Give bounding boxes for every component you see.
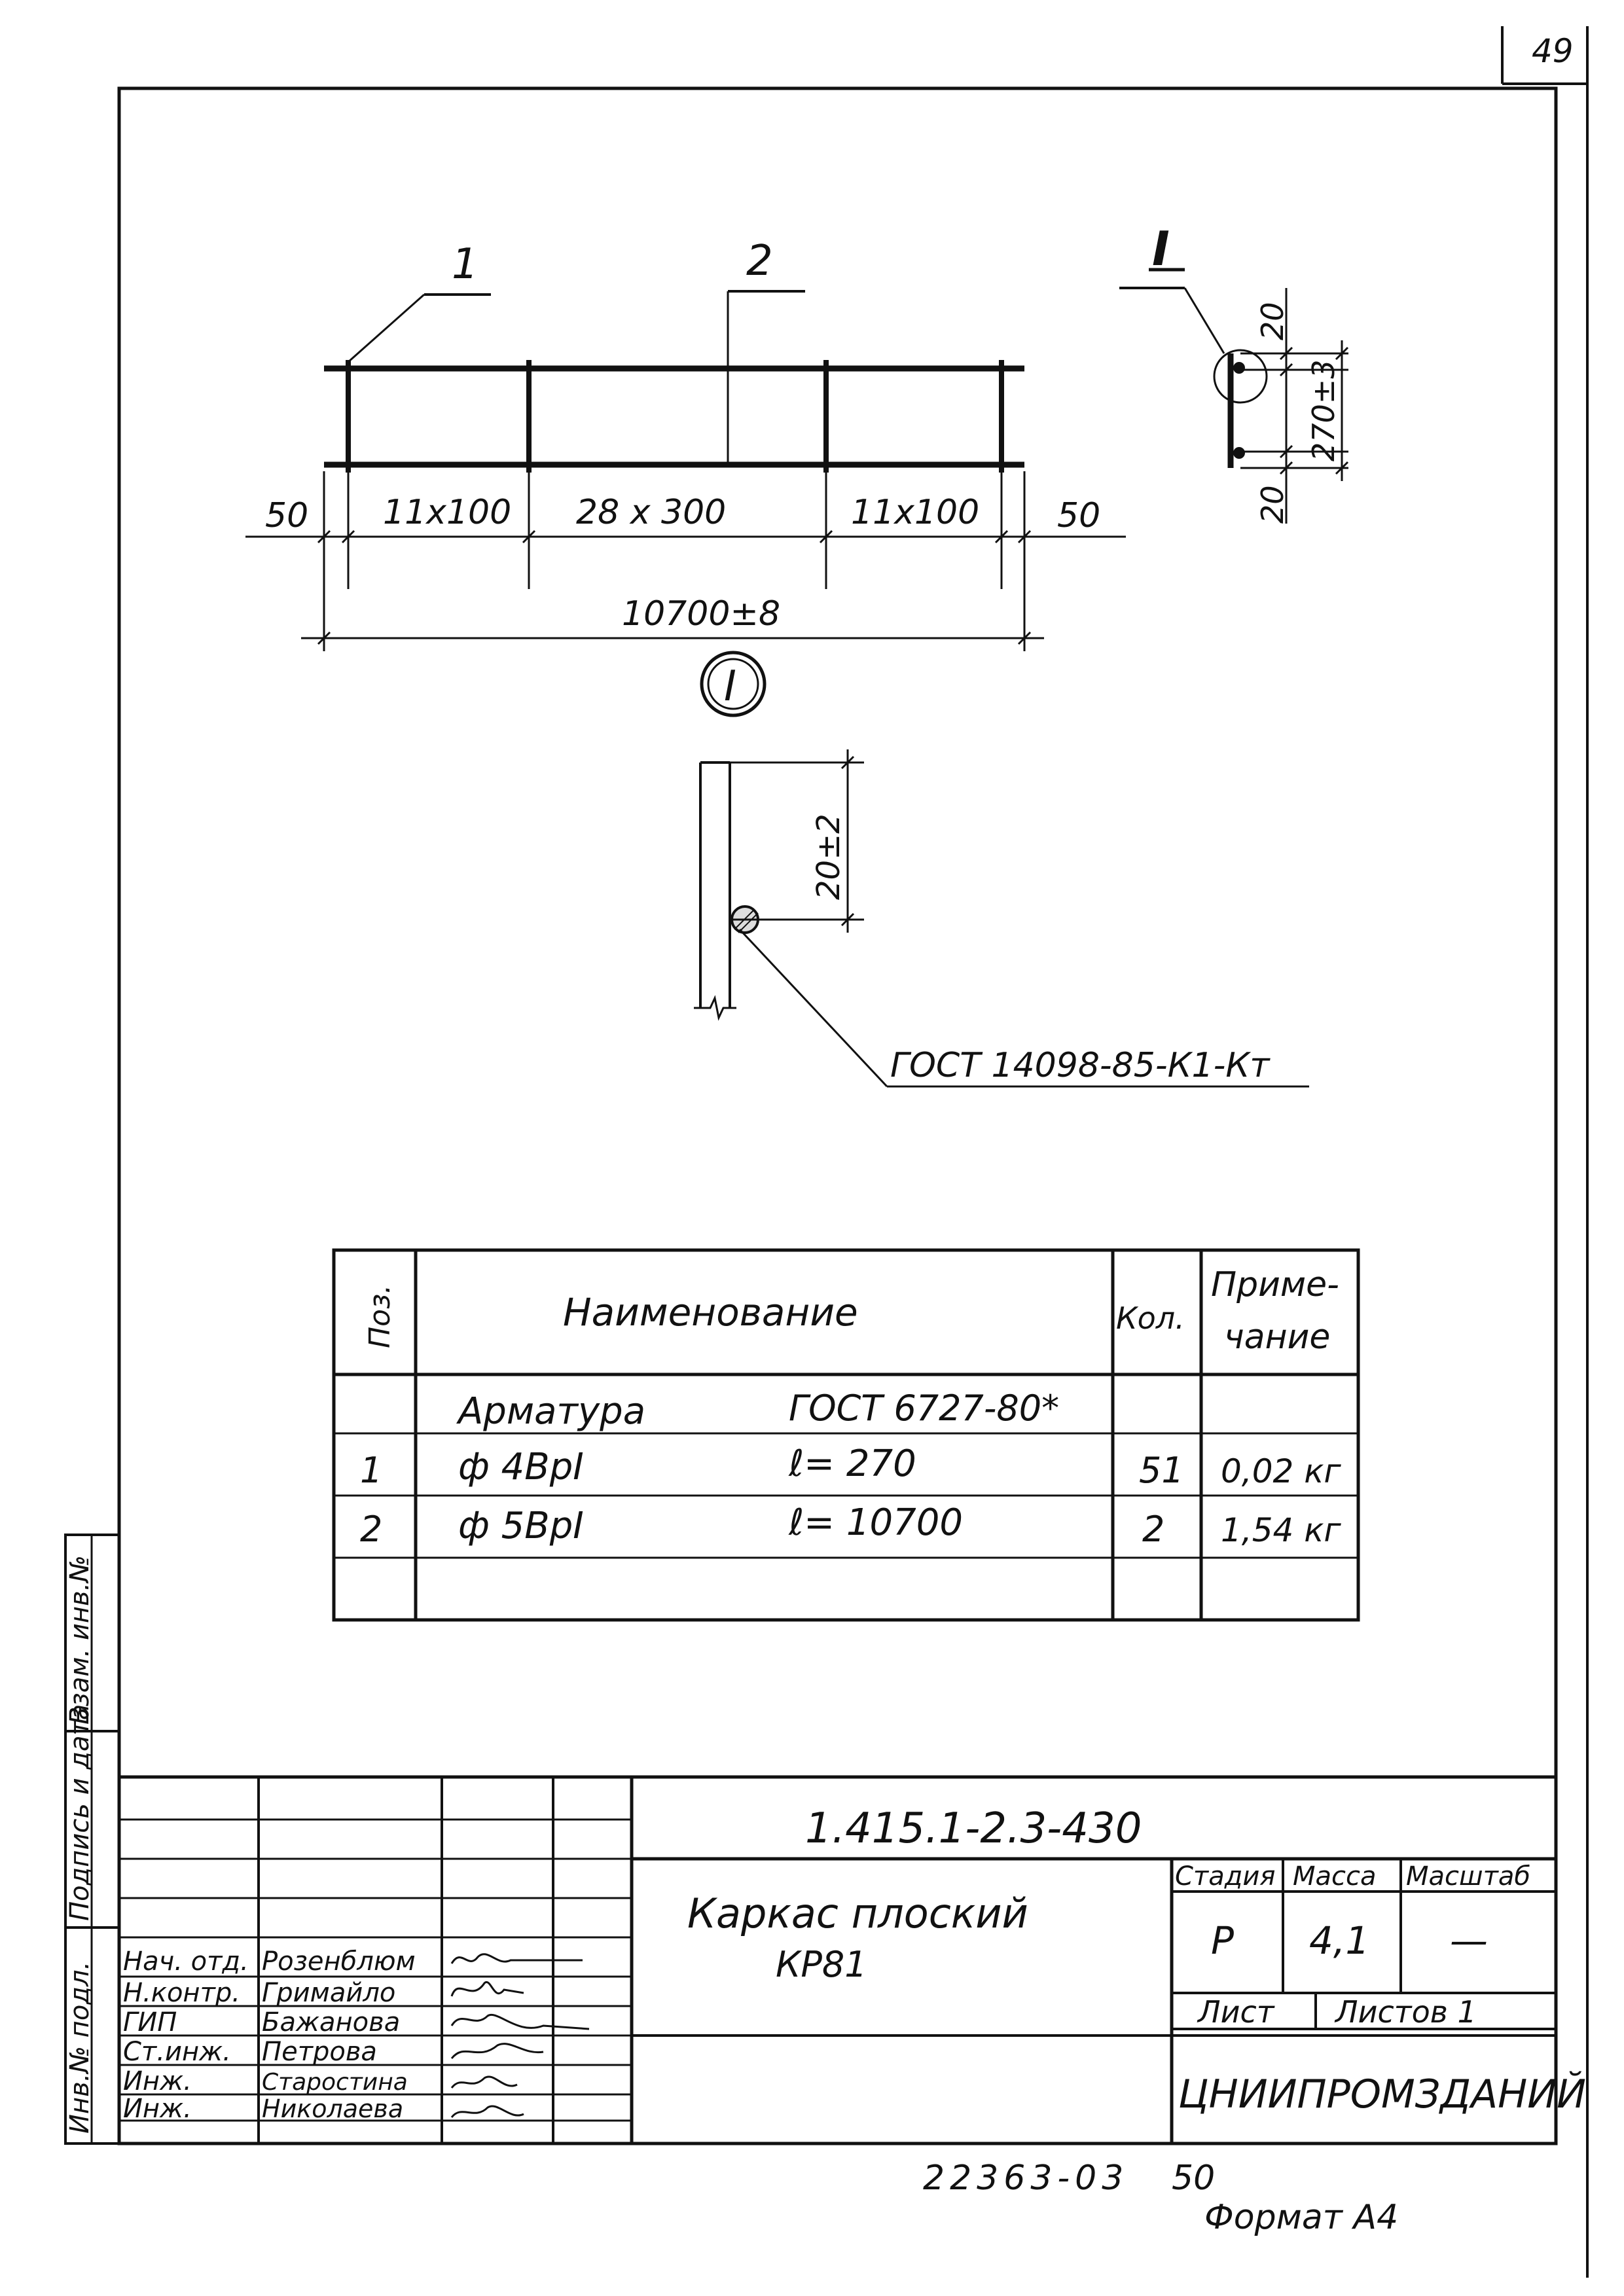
title-line-2: КР81: [776, 1944, 867, 1985]
row-2-name: ф 5ВрI: [458, 1505, 584, 1547]
sheet-label: Лист: [1197, 1994, 1275, 2030]
dim-end-left: 50: [265, 496, 308, 535]
header-qty: Кол.: [1116, 1300, 1185, 1336]
side-stamp-replace: Взам. инв.№: [65, 1555, 95, 1725]
stage-value: Р: [1211, 1918, 1234, 1963]
weld-detail: 20±2 ГОСТ 14098-85-К1-Кт: [694, 749, 1309, 1088]
stage-label: Стадия: [1175, 1861, 1275, 1892]
mass-value: 4,1: [1309, 1918, 1369, 1963]
dimension-chain: 50 11x100 28 x 300 11x100 50: [245, 471, 1126, 589]
sheets-label: Листов 1: [1334, 1994, 1477, 2030]
document-code: 1.415.1-2.3-430: [805, 1804, 1142, 1853]
staff-name: Бажанова: [262, 2007, 400, 2037]
footer: 22363-03 50 Формат А4: [923, 2159, 1398, 2237]
leader-position-2: 2: [727, 237, 805, 465]
section-dim-bottom: 20: [1255, 485, 1290, 524]
cage-elevation: 1 2 50 11x100: [245, 237, 1126, 717]
dim-total: 10700±8: [622, 594, 780, 634]
dim-seg-left: 11x100: [383, 493, 511, 532]
drawing-frame: [117, 86, 1558, 2145]
staff-role: Ст.инж.: [123, 2037, 231, 2067]
staff-role: ГИП: [123, 2007, 177, 2037]
detail-callout-label: I: [724, 662, 736, 711]
leader-2-label: 2: [746, 237, 773, 285]
group-standard: ГОСТ 6727-80*: [789, 1388, 1059, 1429]
staff-name: Николаева: [262, 2094, 403, 2123]
side-stamp-inv: Инв.№ подл.: [65, 1962, 95, 2134]
leader-position-1: 1: [348, 240, 491, 363]
row-1-name: ф 4ВрI: [458, 1446, 584, 1488]
dim-end-right: 50: [1057, 496, 1100, 535]
specification-table: Поз. Наименование Кол. Приме- чание Арма…: [332, 1248, 1360, 1622]
scale-value: —: [1450, 1918, 1488, 1963]
group-name: Арматура: [456, 1390, 645, 1433]
section-dim-top: 20: [1255, 302, 1290, 340]
section-dim-height: 270±3: [1306, 359, 1341, 461]
row-1-length: ℓ= 270: [788, 1443, 916, 1485]
staff-role: Инж.: [123, 2066, 192, 2096]
header-name: Наименование: [563, 1290, 858, 1335]
title-block: 1.415.1-2.3-430 Каркас плоский КР81 Стад…: [119, 1775, 1586, 2144]
staff-role: Н.контр.: [123, 1978, 240, 2008]
organization: ЦНИИПРОМЗДАНИЙ: [1178, 2071, 1586, 2117]
header-note-2: чание: [1224, 1318, 1330, 1357]
side-stamp-signature: Подпись и дата: [65, 1704, 95, 1921]
dim-seg-right: 11x100: [851, 493, 979, 532]
leader-1-label: 1: [452, 240, 478, 289]
side-stamp: Инв.№ подл. Подпись и дата Взам. инв.№: [64, 1534, 120, 2145]
format-label: Формат А4: [1204, 2198, 1398, 2237]
scale-label: Масштаб: [1406, 1861, 1530, 1892]
mass-label: Масса: [1293, 1861, 1377, 1892]
row-2-qty: 2: [1142, 1509, 1164, 1550]
staff-role: Инж.: [123, 2094, 192, 2124]
detail-callout: I: [700, 651, 767, 717]
staff-name: Петрова: [262, 2037, 377, 2067]
signatures: [450, 1953, 590, 2118]
row-2-note: 1,54 кг: [1221, 1511, 1341, 1549]
staff-role: Нач. отд.: [123, 1946, 249, 1977]
sheet-number-box: 49: [1501, 26, 1589, 2278]
staff-name: Розенблюм: [262, 1946, 416, 1977]
staff-name: Гримайло: [262, 1978, 395, 2008]
row-2-pos: 2: [360, 1509, 382, 1550]
detail-dim: 20±2: [810, 814, 847, 900]
footer-number: 50: [1172, 2159, 1215, 2198]
sheet-number: 49: [1532, 32, 1574, 70]
overall-dimension: 10700±8: [301, 553, 1044, 651]
row-1-qty: 51: [1139, 1450, 1184, 1491]
row-1-pos: 1: [360, 1450, 382, 1491]
title-line-1: Каркас плоский: [687, 1890, 1028, 1937]
section-view: I 20 270±3 20: [1119, 221, 1349, 524]
inventory-number: 22363-03: [923, 2159, 1128, 2198]
dim-seg-mid: 28 x 300: [576, 493, 726, 532]
header-note-1: Приме-: [1211, 1265, 1339, 1304]
row-2-length: ℓ= 10700: [788, 1501, 963, 1544]
row-1-note: 0,02 кг: [1221, 1452, 1341, 1490]
staff-name: Старостина: [262, 2069, 408, 2096]
header-pos: Поз.: [363, 1285, 397, 1348]
section-mark: I: [1152, 221, 1170, 276]
weld-note: ГОСТ 14098-85-К1-Кт: [890, 1046, 1271, 1085]
